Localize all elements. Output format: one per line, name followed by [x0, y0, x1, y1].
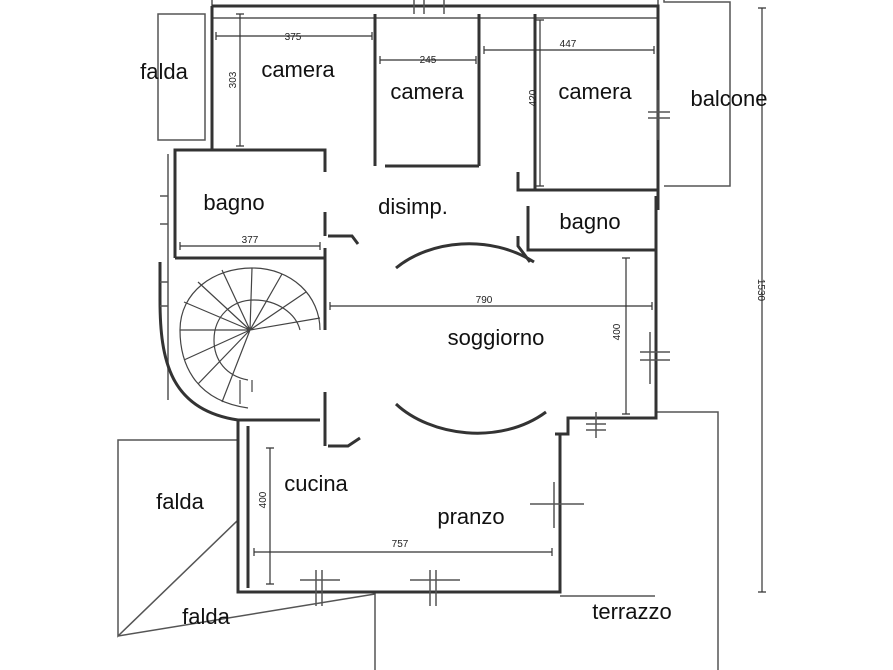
- room-label-camera-right: camera: [558, 79, 632, 104]
- dim-label-camera-right-height: 420: [528, 89, 539, 106]
- dimension-lines: [179, 7, 766, 593]
- door-arcs: [323, 234, 547, 448]
- room-label-disimp: disimp.: [378, 194, 448, 219]
- dim-label-camera-left-height: 303: [228, 71, 239, 88]
- room-label-pranzo: pranzo: [437, 504, 504, 529]
- walls: [158, 4, 660, 594]
- room-label-soggiorno: soggiorno: [448, 325, 545, 350]
- room-label-camera-left: camera: [261, 57, 335, 82]
- dim-label-camera-right-width: 447: [560, 39, 577, 50]
- room-label-bagno-right: bagno: [559, 209, 620, 234]
- room-label-cucina: cucina: [284, 471, 348, 496]
- spiral-staircase: [179, 267, 321, 409]
- dim-label-pranzo-width: 757: [392, 539, 409, 550]
- room-label-bagno-left: bagno: [203, 190, 264, 215]
- dim-label-camera-left-width: 375: [285, 32, 302, 43]
- dim-label-soggiorno-width: 790: [476, 295, 493, 306]
- room-label-balcone: balcone: [690, 86, 767, 111]
- room-label-camera-mid: camera: [390, 79, 464, 104]
- dimension-labels: 375 303 245 447 420 377 790 400 400 757 …: [228, 32, 766, 550]
- room-labels: falda camera camera camera balcone bagno…: [140, 57, 767, 629]
- dim-label-total-height: 1530: [755, 279, 766, 302]
- dim-label-bagno-left-width: 377: [242, 235, 259, 246]
- window-marks: [160, 0, 670, 606]
- dim-label-soggiorno-height: 400: [612, 323, 623, 340]
- room-label-falda-bottom: falda: [182, 604, 230, 629]
- room-label-terrazzo: terrazzo: [592, 599, 671, 624]
- dim-label-cucina-height: 400: [258, 491, 269, 508]
- dim-label-camera-mid-width: 245: [420, 55, 437, 66]
- room-label-falda-left: falda: [156, 489, 204, 514]
- room-label-falda-top: falda: [140, 59, 188, 84]
